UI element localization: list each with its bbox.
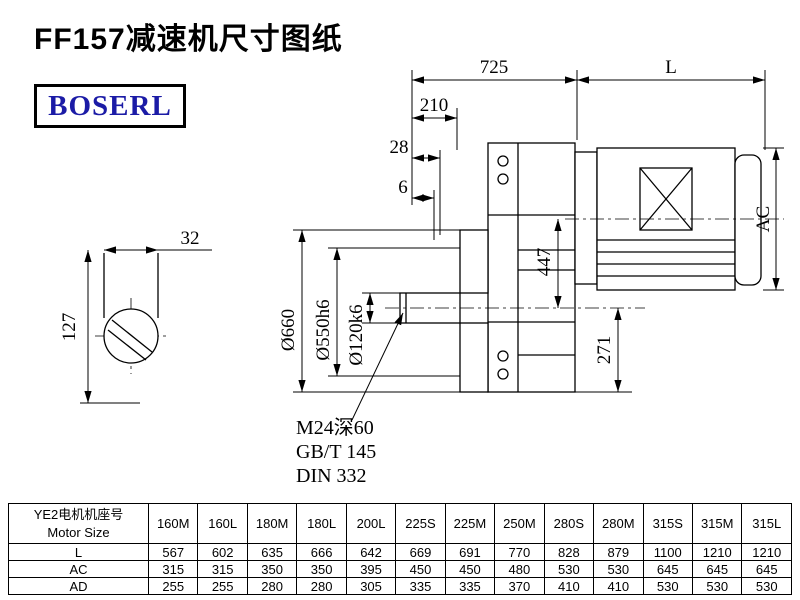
cell-AD: 305 (345, 577, 397, 595)
dim-6-label: 6 (398, 177, 408, 198)
col-header-160M: 160M (147, 503, 199, 544)
cell-AC: 645 (741, 560, 792, 578)
cell-AD: 410 (593, 577, 644, 595)
dim-AC-label: AC (753, 206, 774, 232)
col-header-160L: 160L (197, 503, 248, 544)
cell-AC: 530 (593, 560, 644, 578)
cell-AD: 530 (741, 577, 792, 595)
output-flange-lower (459, 322, 489, 393)
dimension-drawing: 725 L 210 28 6 32 127 447 271 AC Ø660 Ø5… (59, 57, 784, 487)
cell-AC: 315 (197, 560, 248, 578)
dim-447-label: 447 (534, 248, 555, 277)
dim-725-label: 725 (480, 57, 509, 78)
output-flange-upper (459, 229, 489, 294)
boserl-logo: BOSERL (34, 84, 186, 128)
bolt-hole (497, 368, 509, 380)
header-en: Motor Size (47, 524, 110, 540)
dim-L-label: L (665, 57, 677, 78)
col-header-280M: 280M (593, 503, 644, 544)
cell-L: 879 (593, 543, 644, 561)
motor-adapter (574, 151, 598, 285)
bolt-hole (497, 155, 509, 167)
table-header-row: YE2电机机座号 Motor Size 160M 160L 180M 180L … (8, 503, 792, 544)
cell-L: 1210 (691, 543, 743, 561)
bolt-hole (497, 350, 509, 362)
note-leader-line (351, 312, 404, 421)
cell-L: 602 (197, 543, 248, 561)
motor-dimension-table: YE2电机机座号 Motor Size 160M 160L 180M 180L … (8, 503, 792, 595)
cell-AC: 350 (246, 560, 298, 578)
shaft-section-view (103, 253, 159, 364)
table-row-AC: AC 315 315 350 350 395 450 450 480 530 5… (8, 560, 792, 578)
cell-AC: 530 (543, 560, 595, 578)
page-title: FF157减速机尺寸图纸 (34, 23, 343, 56)
cell-L: 1100 (642, 543, 693, 561)
col-header-180M: 180M (246, 503, 298, 544)
col-header-200L: 200L (345, 503, 397, 544)
cell-AD: 530 (691, 577, 743, 595)
header-cn: YE2电机机座号 (33, 506, 124, 522)
cell-AD: 280 (246, 577, 298, 595)
dim-210-label: 210 (420, 95, 449, 116)
cell-L: 567 (147, 543, 199, 561)
dimension-labels: 725 L 210 28 6 32 127 447 271 AC Ø660 Ø5… (59, 57, 774, 366)
cell-L: 642 (345, 543, 397, 561)
dim-28-label: 28 (390, 137, 409, 158)
cell-AC: 480 (494, 560, 545, 578)
note-gbt-145: GB/T 145 (296, 441, 376, 463)
dim-271-label: 271 (594, 336, 615, 365)
col-header-225S: 225S (395, 503, 446, 544)
cell-L: 1210 (741, 543, 792, 561)
cell-AD: 335 (395, 577, 446, 595)
dim-32-label: 32 (181, 228, 200, 249)
bolt-hole (497, 173, 509, 185)
dim-127-label: 127 (59, 313, 80, 342)
col-header-180L: 180L (296, 503, 347, 544)
cell-AC: 315 (147, 560, 199, 578)
cell-AD: 280 (296, 577, 347, 595)
thread-notes: M24深60 GB/T 145 DIN 332 (296, 416, 376, 487)
note-m24-depth: M24深60 (296, 416, 374, 439)
dim-120k6-label: Ø120k6 (346, 304, 367, 365)
dim-550h6-label: Ø550h6 (313, 299, 334, 360)
col-header-315L: 315L (741, 503, 792, 544)
cell-AD: 255 (147, 577, 199, 595)
cell-L: 669 (395, 543, 446, 561)
col-header-225M: 225M (444, 503, 496, 544)
cell-L: 770 (494, 543, 545, 561)
cell-AD: 410 (543, 577, 595, 595)
cell-AC: 350 (296, 560, 347, 578)
cell-AC: 450 (444, 560, 496, 578)
table-row-AD: AD 255 255 280 280 305 335 335 370 410 4… (8, 577, 792, 595)
cell-AD: 530 (642, 577, 693, 595)
col-header-315S: 315S (642, 503, 693, 544)
cell-AC: 645 (642, 560, 693, 578)
row-label-L: L (8, 543, 149, 561)
fan-cover (734, 154, 762, 286)
cell-L: 828 (543, 543, 595, 561)
row-label-AC: AC (8, 560, 149, 578)
cell-L: 666 (296, 543, 347, 561)
cell-AC: 395 (345, 560, 397, 578)
note-din-332: DIN 332 (296, 465, 367, 487)
row-label-AD: AD (8, 577, 149, 595)
col-header-280S: 280S (543, 503, 595, 544)
dimension-lines (80, 70, 784, 421)
gearbox-geometry (399, 142, 762, 393)
cell-AC: 645 (691, 560, 743, 578)
motor-size-header: YE2电机机座号 Motor Size (8, 503, 149, 544)
cell-L: 691 (444, 543, 496, 561)
cell-AD: 255 (197, 577, 248, 595)
cell-AC: 450 (395, 560, 446, 578)
logo-text: BOSERL (48, 89, 172, 122)
table-row-L: L 567 602 635 666 642 669 691 770 828 87… (8, 543, 792, 561)
cell-AD: 335 (444, 577, 496, 595)
cell-L: 635 (246, 543, 298, 561)
dim-660-label: Ø660 (278, 309, 299, 351)
terminal-box (639, 167, 693, 231)
col-header-315M: 315M (691, 503, 743, 544)
col-header-250M: 250M (494, 503, 545, 544)
cell-AD: 370 (494, 577, 545, 595)
